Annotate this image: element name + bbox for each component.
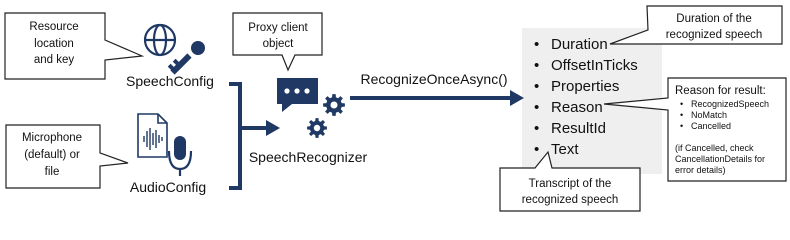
proxy-callout: Proxy client object bbox=[232, 12, 323, 72]
result-property-list: • Duration • OffsetInTicks • Properties … bbox=[534, 36, 638, 158]
duration-callout: Duration of the recognized speech bbox=[609, 5, 783, 45]
gear-icon bbox=[307, 118, 327, 138]
list-item: Reason bbox=[551, 99, 603, 116]
list-bullet: • bbox=[680, 99, 683, 109]
list-bullet: • bbox=[534, 141, 539, 158]
microphone-icon bbox=[167, 136, 193, 176]
list-item: OffsetInTicks bbox=[551, 57, 638, 74]
reason-item: NoMatch bbox=[691, 110, 727, 120]
list-bullet: • bbox=[534, 99, 539, 116]
reason-note-line-2: CancellationDetails for bbox=[675, 154, 765, 164]
list-bullet: • bbox=[680, 110, 683, 120]
reason-callout: Reason for result: • RecognizedSpeech • … bbox=[603, 77, 787, 182]
microphone-callout-line-3: file bbox=[45, 166, 60, 178]
globe-icon bbox=[143, 23, 177, 57]
reason-note-line-3: error details) bbox=[675, 165, 726, 175]
transcript-callout-line-1: Transcript of the bbox=[529, 178, 612, 190]
microphone-callout: Microphone (default) or file bbox=[5, 124, 129, 189]
resource-callout: Resource location and key bbox=[4, 12, 145, 80]
duration-callout-line-2: recognized speech bbox=[666, 29, 763, 41]
proxy-callout-line-1: Proxy client bbox=[248, 22, 308, 34]
bracket-connector bbox=[229, 82, 242, 190]
connectors bbox=[229, 82, 512, 190]
reason-note-line-1: (if Cancelled, check bbox=[675, 143, 754, 153]
speech-recognizer-label: SpeechRecognizer bbox=[249, 149, 368, 165]
proxy-callout-line-2: object bbox=[263, 38, 294, 50]
reason-item: Cancelled bbox=[691, 121, 731, 131]
transcript-callout: Transcript of the recognized speech bbox=[499, 150, 641, 212]
document-audio-icon bbox=[137, 113, 168, 158]
list-item: Duration bbox=[551, 36, 608, 53]
list-item: Text bbox=[551, 141, 579, 158]
list-bullet: • bbox=[534, 36, 539, 53]
list-item: ResultId bbox=[551, 120, 606, 137]
gear-icon bbox=[323, 94, 345, 116]
method-label: RecognizeOnceAsync() bbox=[360, 71, 507, 87]
transcript-callout-line-2: recognized speech bbox=[522, 194, 619, 206]
resource-callout-line-3: and key bbox=[34, 54, 75, 66]
speech-config-label: SpeechConfig bbox=[126, 73, 214, 89]
chat-bubble-icon bbox=[277, 78, 318, 112]
list-bullet: • bbox=[534, 57, 539, 74]
audio-config-label: AudioConfig bbox=[130, 179, 206, 195]
list-bullet: • bbox=[680, 121, 683, 131]
list-bullet: • bbox=[534, 78, 539, 95]
resource-callout-line-2: location bbox=[34, 38, 74, 50]
key-icon bbox=[167, 41, 205, 75]
resource-callout-line-1: Resource bbox=[29, 21, 78, 33]
recognizer-arrowhead bbox=[266, 120, 280, 136]
microphone-callout-line-2: (default) or bbox=[24, 149, 80, 161]
reason-item: RecognizedSpeech bbox=[691, 99, 769, 109]
speech-recognition-diagram: Resource location and key SpeechConfig M… bbox=[4, 5, 787, 212]
method-arrowhead bbox=[510, 90, 524, 106]
reason-callout-title: Reason for result: bbox=[675, 85, 766, 97]
list-bullet: • bbox=[534, 120, 539, 137]
list-item: Properties bbox=[551, 78, 619, 95]
duration-callout-line-1: Duration of the bbox=[676, 13, 751, 25]
microphone-callout-line-1: Microphone bbox=[22, 132, 82, 144]
